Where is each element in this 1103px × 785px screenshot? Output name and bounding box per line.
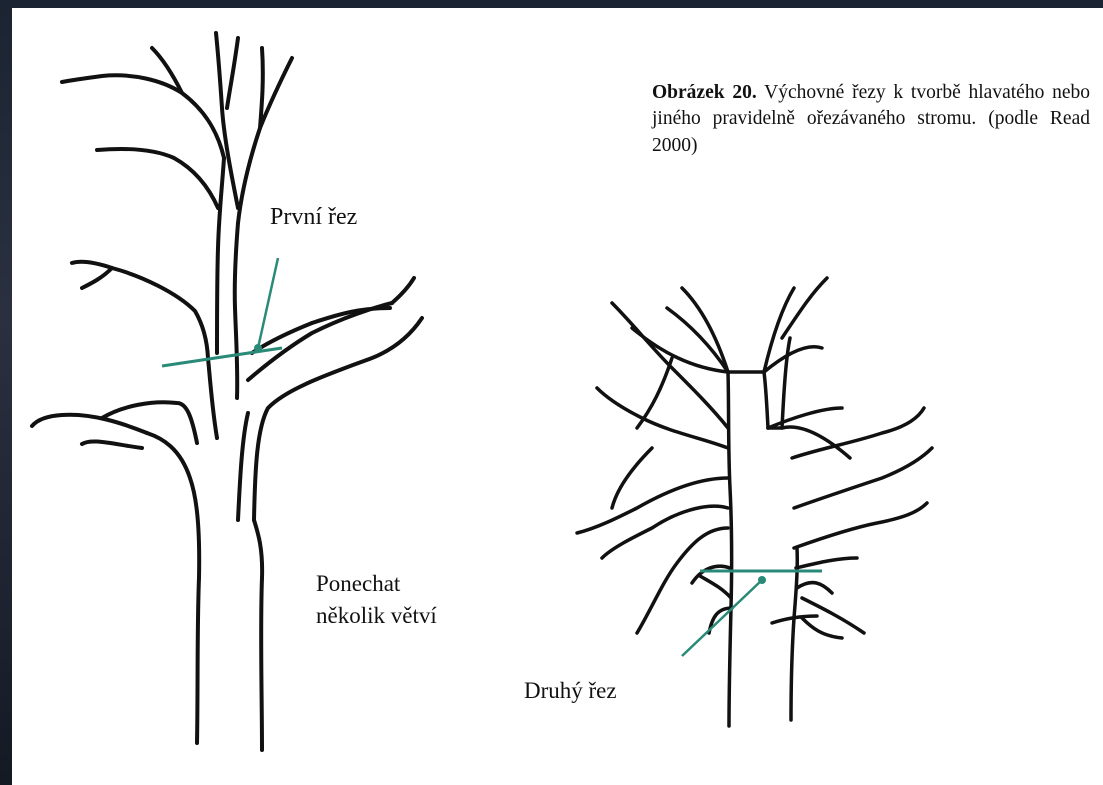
right-tree bbox=[577, 278, 932, 726]
caption-label: Obrázek 20. bbox=[652, 82, 757, 103]
label-second-cut: Druhý řez bbox=[524, 678, 617, 704]
label-keep-line1: Ponechat bbox=[316, 568, 437, 600]
figure-panel: Obrázek 20. Výchovné řezy k tvorbě hlava… bbox=[12, 8, 1103, 785]
label-first-cut: První řez bbox=[270, 204, 357, 231]
left-tree bbox=[32, 33, 422, 750]
label-keep-branches: Ponechat několik větví bbox=[316, 568, 437, 632]
label-keep-line2: několik větví bbox=[316, 600, 437, 632]
figure-caption: Obrázek 20. Výchovné řezy k tvorbě hlava… bbox=[652, 80, 1090, 159]
first-cut-marker bbox=[162, 258, 282, 366]
